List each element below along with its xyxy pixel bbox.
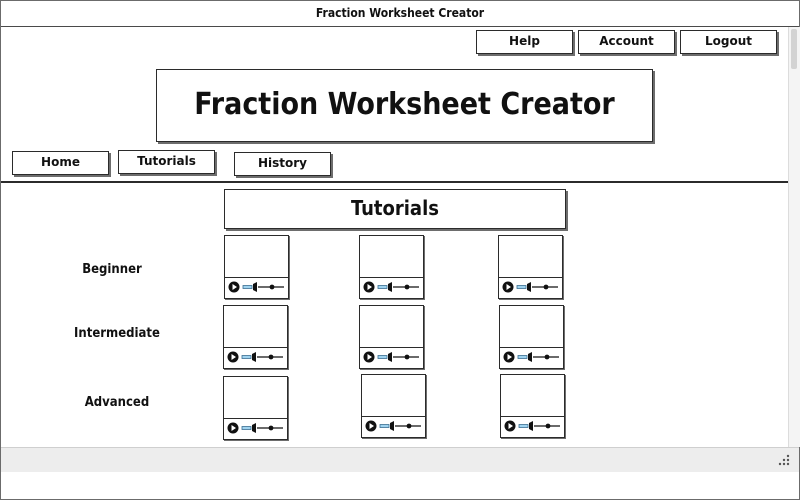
video-controls — [499, 277, 562, 298]
tutorial-video-player[interactable] — [223, 305, 288, 369]
play-icon[interactable] — [227, 422, 239, 434]
play-icon[interactable] — [228, 281, 240, 293]
tutorial-video-player[interactable] — [498, 235, 563, 299]
resize-grip-icon[interactable] — [777, 453, 791, 467]
tutorial-video-player[interactable] — [224, 235, 289, 299]
video-controls — [224, 418, 287, 439]
play-icon[interactable] — [502, 281, 514, 293]
video-controls — [360, 277, 423, 298]
video-controls — [500, 347, 563, 368]
progress-slider-icon[interactable] — [393, 284, 419, 290]
level-label-intermediate: Intermediate — [74, 326, 160, 341]
speaker-icon[interactable] — [241, 352, 256, 362]
speaker-icon[interactable] — [241, 423, 256, 433]
speaker-icon[interactable] — [242, 282, 257, 292]
logout-button[interactable]: Logout — [680, 30, 777, 54]
window-title: Fraction Worksheet Creator — [1, 1, 799, 27]
level-label-advanced: Advanced — [84, 395, 150, 410]
app-banner-title: Fraction Worksheet Creator — [156, 69, 653, 142]
play-icon[interactable] — [363, 281, 375, 293]
speaker-icon[interactable] — [377, 352, 392, 362]
play-icon[interactable] — [503, 351, 515, 363]
nav-home-button[interactable]: Home — [12, 151, 109, 175]
progress-slider-icon[interactable] — [534, 423, 560, 429]
help-button[interactable]: Help — [476, 30, 573, 54]
progress-slider-icon[interactable] — [257, 425, 283, 431]
scrollbar-thumb[interactable] — [791, 29, 797, 69]
play-icon[interactable] — [365, 420, 377, 432]
nav-history-button[interactable]: History — [234, 152, 331, 176]
speaker-icon[interactable] — [379, 421, 394, 431]
tutorial-video-player[interactable] — [223, 376, 288, 440]
progress-slider-icon[interactable] — [532, 284, 558, 290]
header-divider — [1, 181, 788, 183]
speaker-icon[interactable] — [517, 352, 532, 362]
play-icon[interactable] — [227, 351, 239, 363]
tutorial-video-player[interactable] — [359, 305, 424, 369]
video-controls — [224, 347, 287, 368]
video-controls — [501, 416, 564, 437]
video-controls — [225, 277, 288, 298]
account-button[interactable]: Account — [578, 30, 675, 54]
video-controls — [362, 416, 425, 437]
speaker-icon[interactable] — [377, 282, 392, 292]
play-icon[interactable] — [363, 351, 375, 363]
level-label-beginner: Beginner — [82, 262, 142, 277]
progress-slider-icon[interactable] — [258, 284, 284, 290]
vertical-scrollbar[interactable] — [788, 27, 800, 447]
video-controls — [360, 347, 423, 368]
progress-slider-icon[interactable] — [533, 354, 559, 360]
speaker-icon[interactable] — [516, 282, 531, 292]
tutorial-video-player[interactable] — [361, 374, 426, 438]
tutorial-video-player[interactable] — [500, 374, 565, 438]
play-icon[interactable] — [504, 420, 516, 432]
nav-tutorials-button[interactable]: Tutorials — [118, 150, 215, 174]
progress-slider-icon[interactable] — [395, 423, 421, 429]
tutorial-video-player[interactable] — [359, 235, 424, 299]
status-bar — [1, 447, 799, 472]
progress-slider-icon[interactable] — [257, 354, 283, 360]
speaker-icon[interactable] — [518, 421, 533, 431]
tutorials-section-title: Tutorials — [224, 189, 566, 229]
progress-slider-icon[interactable] — [393, 354, 419, 360]
tutorial-video-player[interactable] — [499, 305, 564, 369]
